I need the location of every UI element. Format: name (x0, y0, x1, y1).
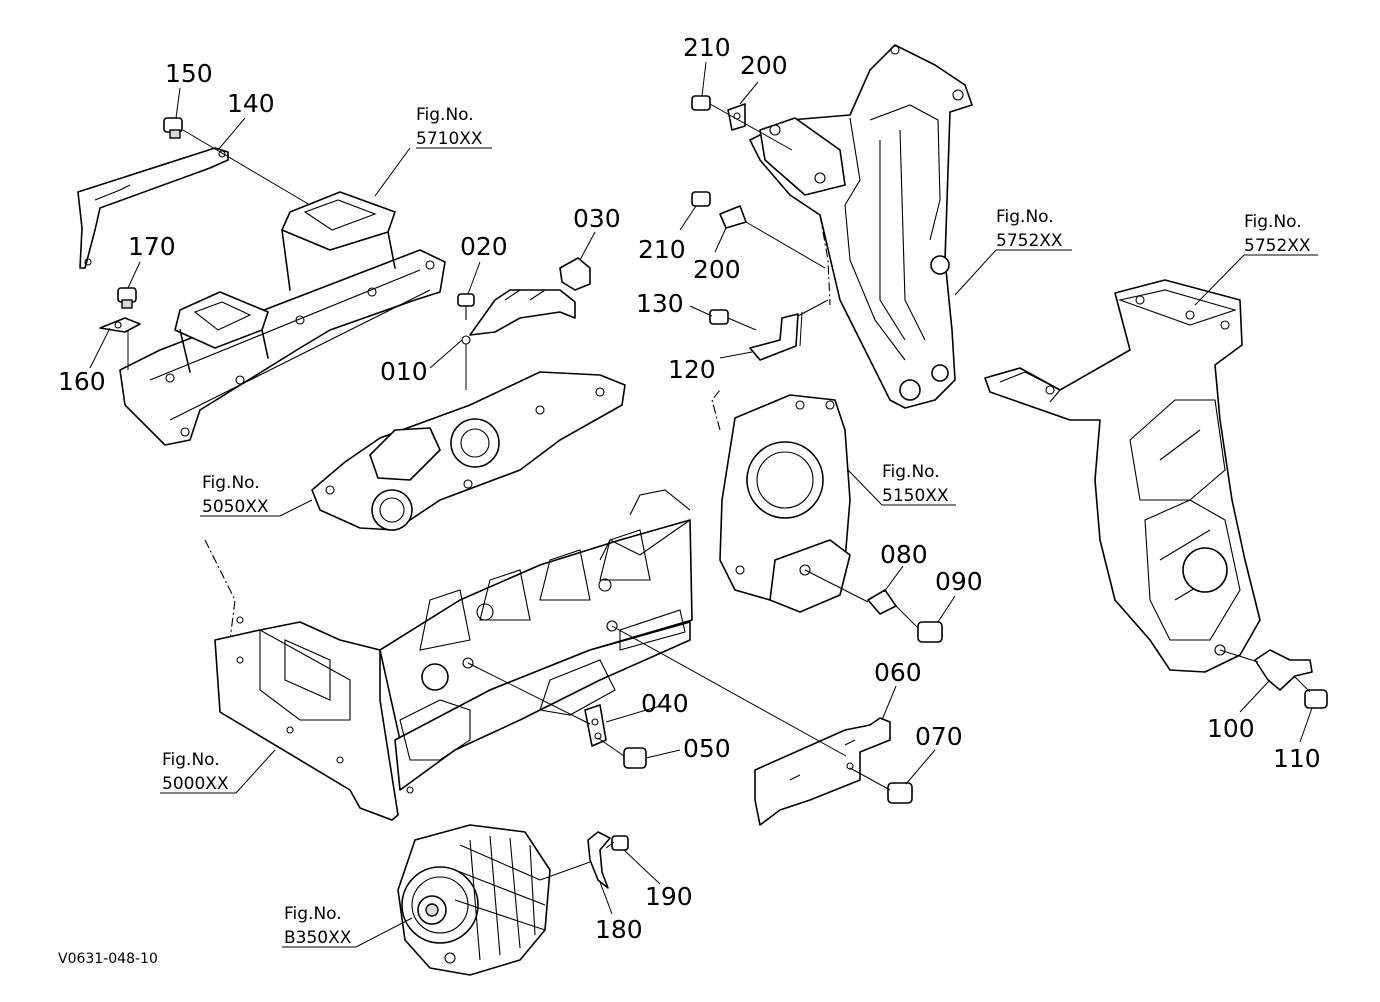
part-020-bolt (457, 293, 475, 320)
part-label-070: 070 (915, 722, 963, 751)
part-label-130: 130 (636, 289, 684, 318)
fig-ref-label-5150: Fig.No. (882, 462, 940, 482)
part-080-clip (867, 589, 897, 615)
part-label-060: 060 (874, 658, 922, 687)
part-210-nut-upper (691, 95, 711, 111)
fig-ref-label-5710: Fig.No. (416, 105, 474, 125)
leader-lines (89, 61, 1318, 948)
part-160-clip (99, 317, 141, 333)
fig-ref-number-5752-upper: 5752XX (996, 231, 1063, 251)
figure-reference-labels: Fig.No. 5710XX Fig.No. 5752XX Fig.No. 57… (162, 105, 1311, 948)
fig-ref-number-5752-right: 5752XX (1244, 236, 1311, 256)
part-label-150: 150 (165, 59, 213, 88)
part-label-170: 170 (128, 232, 176, 261)
part-030-sensor (559, 257, 591, 291)
part-label-210-lower: 210 (638, 235, 686, 264)
part-label-100: 100 (1207, 714, 1255, 743)
part-010-bracket (461, 289, 576, 345)
part-label-140: 140 (227, 89, 275, 118)
part-090-bolt (917, 621, 943, 643)
part-label-020: 020 (460, 232, 508, 261)
fig-ref-number-5150: 5150XX (882, 486, 949, 506)
part-label-030: 030 (573, 204, 621, 233)
part-label-190: 190 (645, 882, 693, 911)
fig-ref-number-5000: 5000XX (162, 774, 229, 794)
part-120-plate (749, 313, 799, 361)
part-070-bolt (887, 782, 913, 804)
crankcase-block (204, 489, 693, 821)
part-label-090: 090 (935, 567, 983, 596)
part-040-plate (584, 704, 607, 747)
part-label-120: 120 (668, 355, 716, 384)
fig-ref-label-5050: Fig.No. (202, 473, 260, 493)
part-210-nut-lower (691, 191, 711, 207)
part-190-bolt (611, 835, 629, 851)
part-100-bracket (1254, 649, 1313, 691)
part-170-bolt (117, 287, 137, 309)
gear-case (711, 389, 851, 613)
cylinder-head-cover (311, 371, 626, 531)
part-200-washer-lower (719, 205, 747, 229)
part-label-210-upper: 210 (683, 33, 731, 62)
part-200-washer-upper (727, 103, 746, 131)
part-180-bracket (587, 831, 611, 889)
part-label-180: 180 (595, 915, 643, 944)
part-label-200-lower: 200 (693, 255, 741, 284)
engine-bracket-right (984, 279, 1261, 673)
part-label-080: 080 (880, 540, 928, 569)
fig-ref-label-5752-upper: Fig.No. (996, 207, 1054, 227)
part-150-bolt (163, 117, 183, 139)
part-060-bracket (754, 717, 891, 826)
part-050-bolt (623, 747, 647, 769)
fig-ref-label-5752-right: Fig.No. (1244, 212, 1302, 232)
fig-ref-label-b350: Fig.No. (284, 904, 342, 924)
part-label-160: 160 (58, 367, 106, 396)
part-140-plate (77, 147, 229, 269)
fig-ref-label-5000: Fig.No. (162, 750, 220, 770)
part-label-040: 040 (641, 689, 689, 718)
drawing-code: V0631-048-10 (58, 951, 158, 967)
part-label-010: 010 (380, 357, 428, 386)
alternator (397, 824, 551, 976)
part-110-bolt (1304, 689, 1328, 709)
fig-ref-number-5710: 5710XX (416, 129, 483, 149)
fig-ref-number-b350: B350XX (284, 928, 352, 948)
part-130-nut (709, 309, 729, 325)
part-label-110: 110 (1273, 744, 1321, 773)
engine-bracket-upper (749, 44, 973, 409)
fig-ref-number-5050: 5050XX (202, 497, 269, 517)
part-label-050: 050 (683, 734, 731, 763)
part-number-labels: 150 140 170 160 020 030 010 210 200 210 … (58, 33, 1321, 944)
intake-manifold (119, 191, 446, 446)
part-label-200-upper: 200 (740, 51, 788, 80)
